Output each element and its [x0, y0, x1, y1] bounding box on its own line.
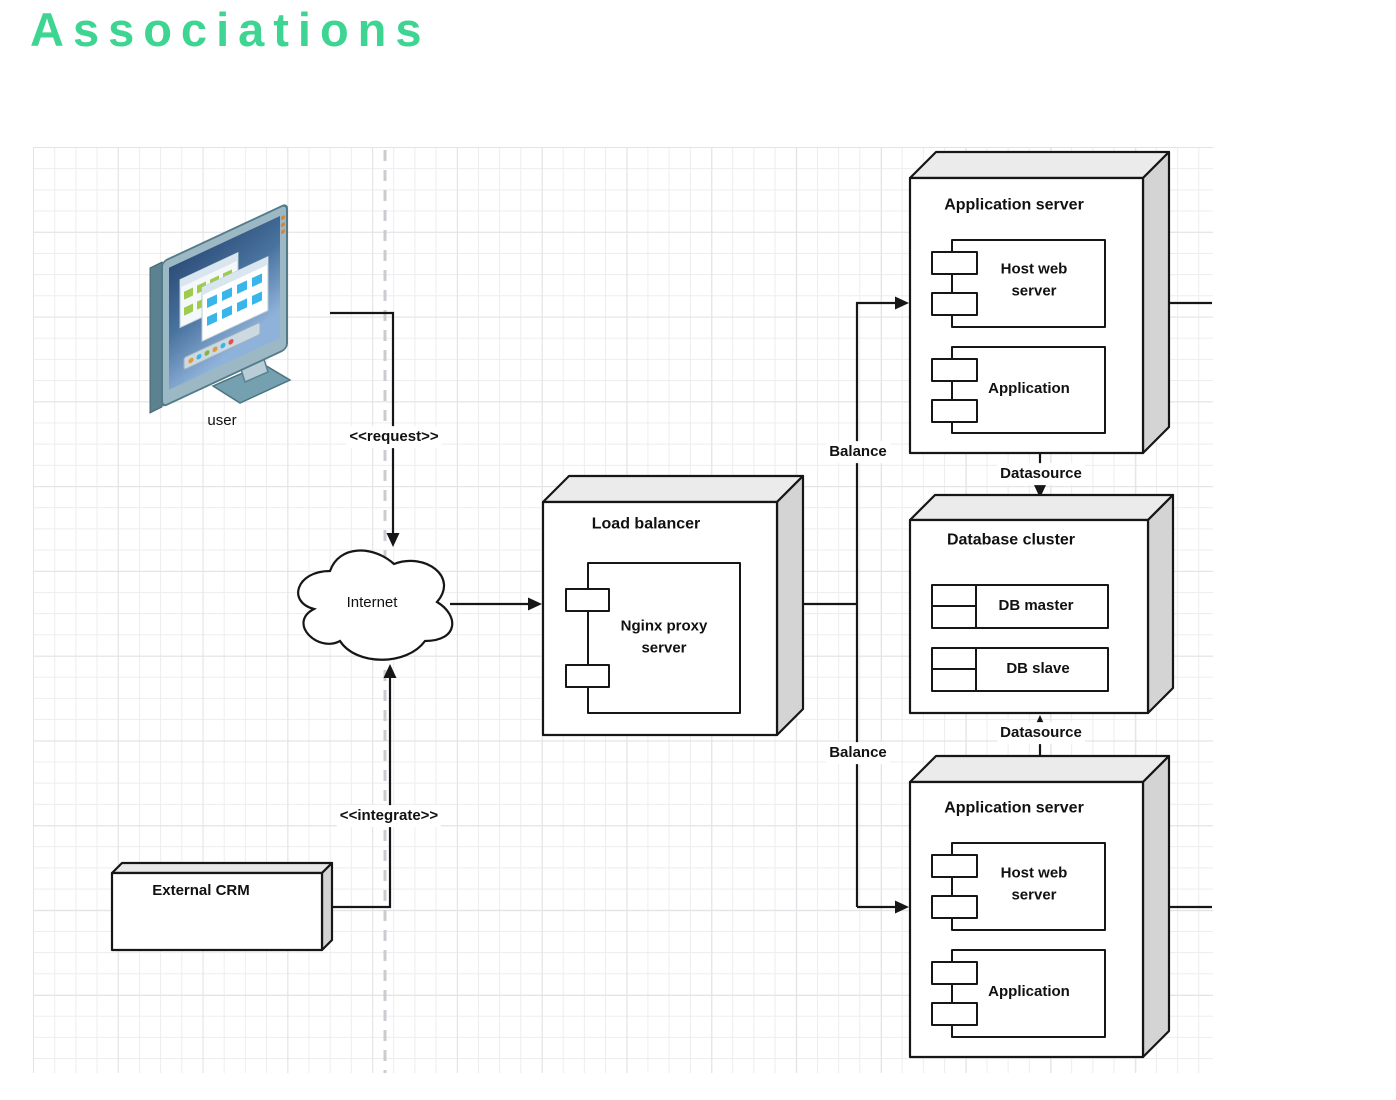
nginx-proxy-component	[565, 562, 741, 714]
app-server-bottom-node	[908, 754, 1171, 1059]
balance-bottom-arrowhead	[895, 900, 909, 914]
datasource-top-label: Datasource	[997, 463, 1085, 485]
computer-monitor-icon	[149, 204, 292, 414]
balance-top-label: Balance	[826, 441, 890, 463]
load-balancer-title: Load balancer	[591, 515, 701, 533]
app-server-bottom-title: Application server	[944, 799, 1084, 817]
integrate-arrowhead	[383, 664, 397, 678]
external-crm-node	[110, 861, 334, 952]
internet-to-lb-arrowhead	[528, 597, 542, 611]
request-edge-label: <<request>>	[346, 426, 442, 448]
application-bottom-component	[931, 949, 1106, 1038]
load-balancer-node	[541, 474, 805, 737]
host-web-server-top-component	[931, 239, 1106, 328]
request-arrowhead	[386, 533, 400, 547]
host-web-server-bottom-component	[931, 842, 1106, 931]
balance-top-arrowhead	[895, 296, 909, 310]
db-cluster-node	[908, 493, 1175, 715]
balance-edges	[803, 301, 896, 909]
host-web-server-bottom-label: Host web server	[1000, 864, 1068, 903]
nginx-proxy-label: Nginx proxy server	[620, 617, 708, 656]
application-top-label: Application	[988, 380, 1070, 398]
db-slave-label: DB slave	[1006, 660, 1070, 678]
internet-cloud-shape	[297, 549, 454, 661]
integrate-edge-label: <<integrate>>	[336, 805, 442, 827]
page-title: Associations	[30, 3, 431, 56]
app-server-top-title: Application server	[944, 196, 1084, 214]
db-cluster-title: Database cluster	[946, 531, 1076, 549]
user-label: user	[207, 412, 237, 430]
app-server-top-node	[908, 150, 1171, 455]
application-bottom-label: Application	[988, 983, 1070, 1001]
db-master-component	[931, 584, 1109, 629]
datasource-bottom-label: Datasource	[997, 722, 1085, 744]
db-slave-component	[931, 647, 1109, 692]
integrate-edge	[331, 677, 392, 909]
datasource-top-arrowhead	[1033, 484, 1047, 498]
host-web-server-top-label: Host web server	[1000, 260, 1068, 299]
internet-label: Internet	[346, 594, 398, 612]
application-top-component	[931, 346, 1106, 434]
request-edge	[330, 311, 395, 534]
db-master-label: DB master	[998, 597, 1074, 615]
balance-bottom-label: Balance	[826, 742, 890, 764]
external-crm-title: External CRM	[152, 882, 250, 900]
